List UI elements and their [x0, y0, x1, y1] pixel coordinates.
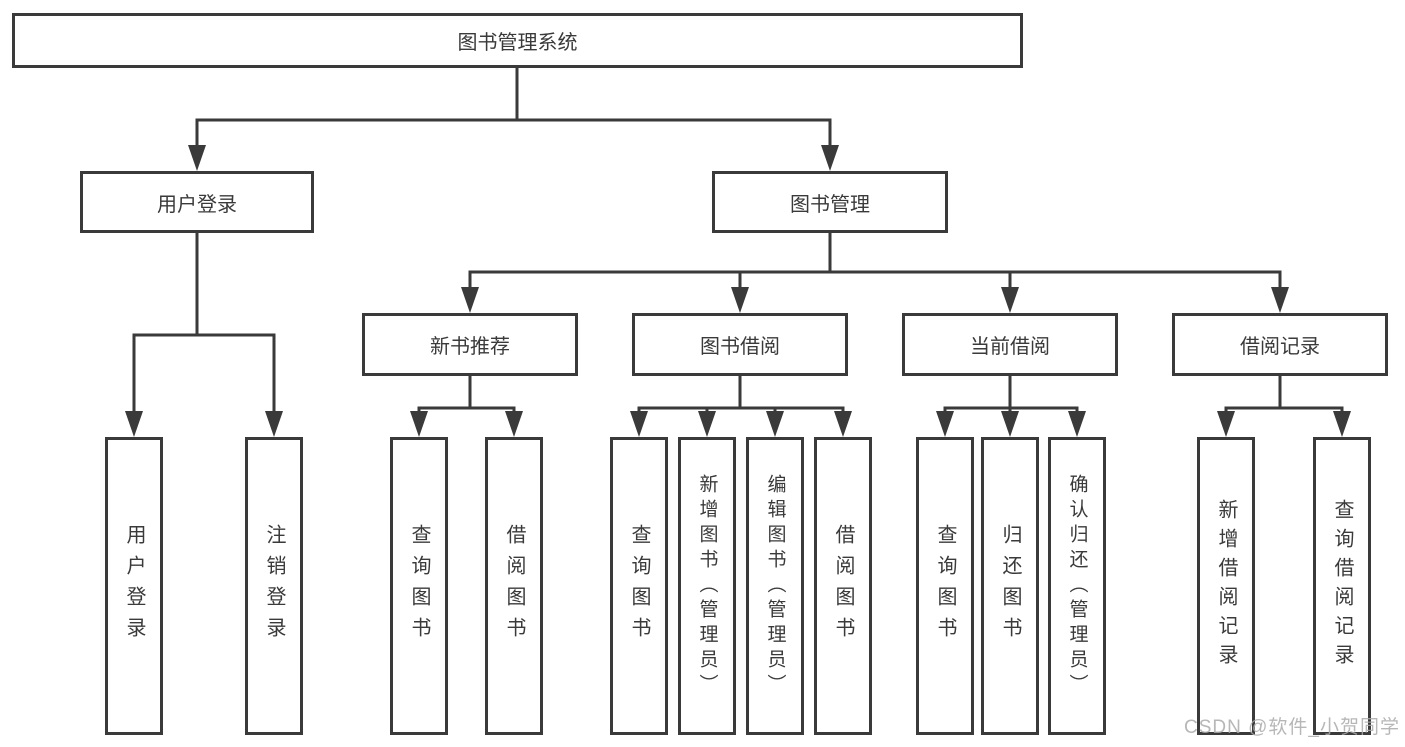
leaf-query-books-recommend: 查询图书: [390, 437, 448, 735]
node-root-label: 图书管理系统: [457, 32, 578, 54]
node-book-management: 图书管理: [712, 171, 948, 233]
leaf-return-books-label: 归还图书: [999, 524, 1021, 648]
leaf-logout-label: 注销登录: [263, 524, 285, 648]
leaf-edit-books-admin-label: 编辑图书（管理员）: [764, 473, 786, 699]
leaf-query-books-current: 查询图书: [916, 437, 974, 735]
leaf-confirm-return-admin-label: 确认归还（管理员）: [1066, 473, 1088, 699]
leaf-query-borrow-record: 查询借阅记录: [1313, 437, 1371, 735]
node-user-login-label: 用户登录: [157, 193, 237, 216]
leaf-add-borrow-record: 新增借阅记录: [1197, 437, 1255, 735]
node-book-management-label: 图书管理: [790, 193, 870, 216]
watermark: CSDN @软件_小贺同学: [1184, 717, 1400, 738]
node-current-borrow: 当前借阅: [902, 313, 1118, 376]
leaf-logout: 注销登录: [245, 437, 303, 735]
node-current-borrow-label: 当前借阅: [970, 336, 1050, 358]
node-book-borrow: 图书借阅: [632, 313, 848, 376]
leaf-edit-books-admin: 编辑图书（管理员）: [746, 437, 804, 735]
leaf-borrow-books-recommend: 借阅图书: [485, 437, 543, 735]
leaf-borrow-books-recommend-label: 借阅图书: [503, 524, 525, 648]
node-root: 图书管理系统: [12, 13, 1023, 68]
leaf-return-books: 归还图书: [981, 437, 1039, 735]
node-new-book-recommend-label: 新书推荐: [430, 336, 510, 358]
leaf-add-borrow-record-label: 新增借阅记录: [1215, 499, 1237, 673]
leaf-query-books-current-label: 查询图书: [934, 524, 956, 648]
leaf-borrow-books-label: 借阅图书: [832, 524, 854, 648]
node-user-login: 用户登录: [80, 171, 314, 233]
leaf-add-books-admin: 新增图书（管理员）: [678, 437, 736, 735]
node-book-borrow-label: 图书借阅: [700, 336, 780, 358]
node-borrow-records-label: 借阅记录: [1240, 336, 1320, 358]
node-borrow-records: 借阅记录: [1172, 313, 1388, 376]
leaf-confirm-return-admin: 确认归还（管理员）: [1048, 437, 1106, 735]
leaf-user-login-label: 用户登录: [123, 524, 145, 648]
leaf-query-borrow-record-label: 查询借阅记录: [1331, 499, 1353, 673]
leaf-borrow-books: 借阅图书: [814, 437, 872, 735]
leaf-query-books-borrow-label: 查询图书: [628, 524, 650, 648]
leaf-add-books-admin-label: 新增图书（管理员）: [696, 473, 718, 699]
leaf-query-books-borrow: 查询图书: [610, 437, 668, 735]
leaf-user-login: 用户登录: [105, 437, 163, 735]
node-new-book-recommend: 新书推荐: [362, 313, 578, 376]
leaf-query-books-recommend-label: 查询图书: [408, 524, 430, 648]
